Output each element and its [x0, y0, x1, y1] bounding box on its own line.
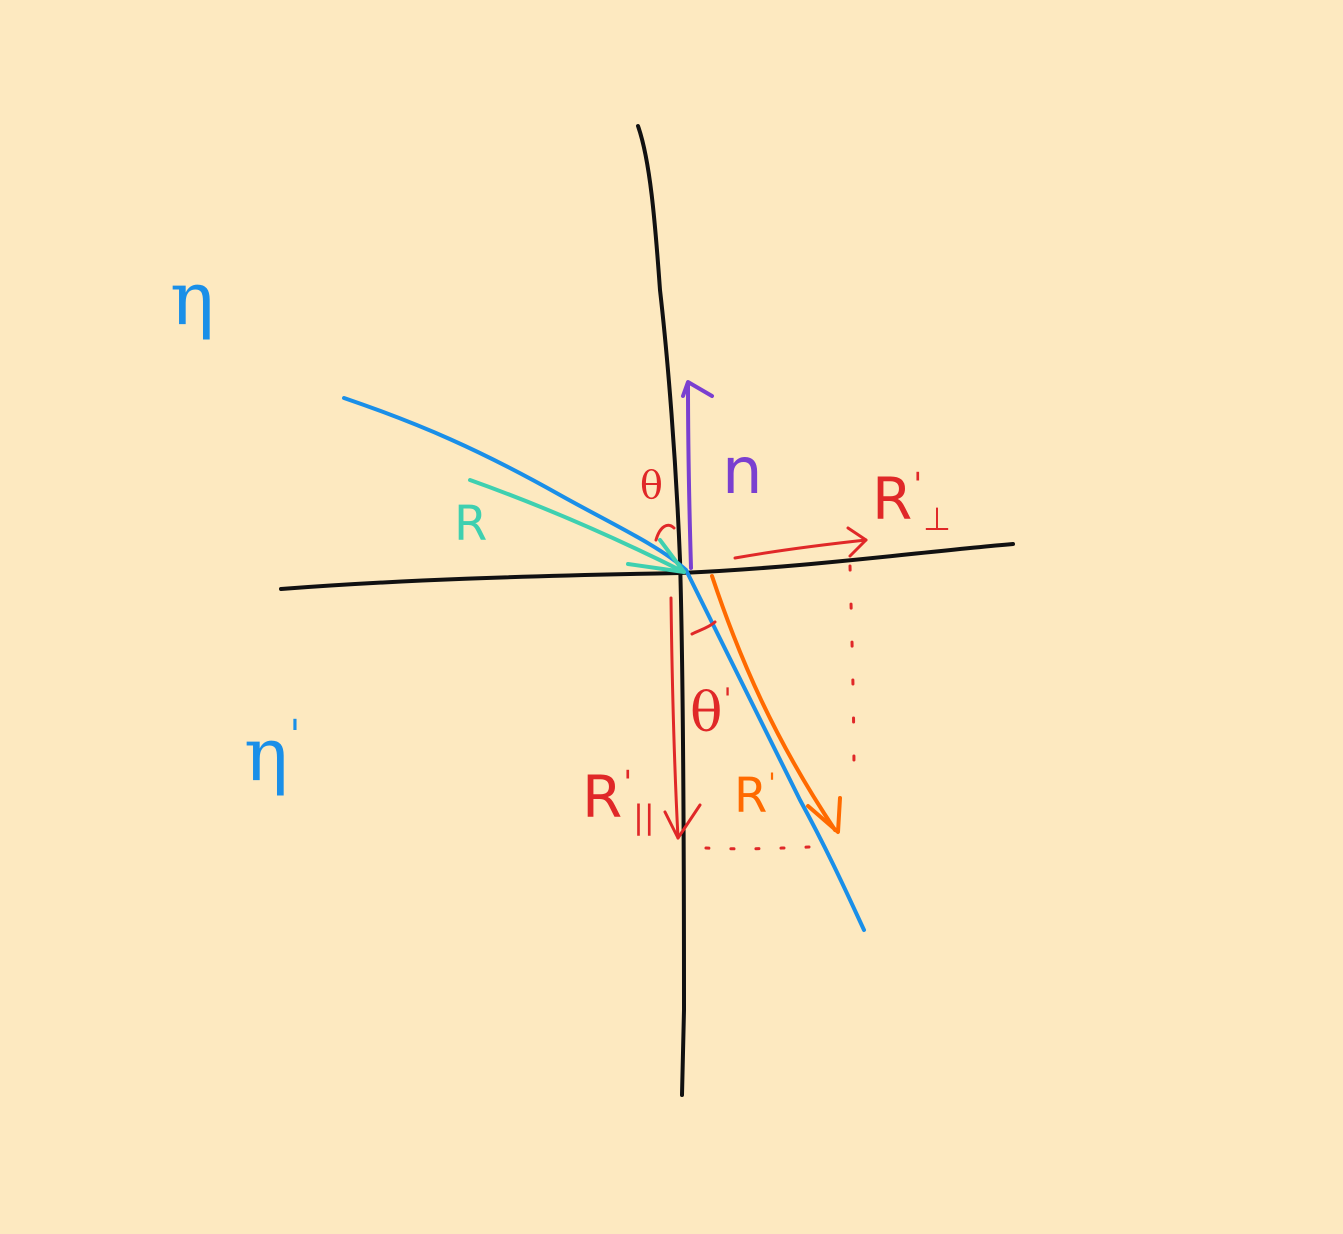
r-perp-label: R'⊥: [872, 468, 951, 535]
r-par-vector-head: [663, 803, 702, 840]
eta-prime-symbol: η: [244, 712, 289, 798]
r-perp-vector-head: [846, 526, 868, 558]
projection-line-horizontal: [704, 844, 832, 851]
r-perp-base: R: [872, 465, 913, 533]
r-par-base: R: [582, 763, 623, 831]
r-par-sub: ||: [633, 798, 655, 837]
eta-label: η: [170, 262, 214, 336]
refracted-vector-head: [806, 796, 842, 834]
refracted-label: R': [734, 771, 776, 820]
eta-prime-label: η': [244, 715, 301, 792]
theta-symbol: θ: [640, 463, 663, 507]
normal-symbol: n: [722, 435, 763, 509]
refracted-vector: [710, 574, 837, 832]
incident-label: R: [454, 500, 487, 548]
r-perp-vector: [733, 538, 868, 560]
incident-vector-head: [626, 538, 686, 574]
refracted-prime: ': [768, 768, 776, 800]
refracted-base: R: [734, 768, 768, 824]
normal-label: n: [722, 440, 763, 504]
incident-vector: [468, 478, 686, 574]
r-perp-sub: ⊥: [923, 500, 951, 539]
r-par-prime: ': [623, 763, 633, 802]
r-par-label: R'||: [582, 766, 655, 833]
eta-prime-mark: ': [289, 711, 301, 760]
r-par-vector: [669, 596, 680, 840]
r-perp-prime: ': [913, 465, 923, 504]
projection-line-vertical: [848, 564, 856, 782]
normal-vector: [686, 382, 693, 570]
theta-arc: [654, 523, 676, 542]
theta-label: θ: [640, 466, 663, 504]
incident-symbol: R: [454, 496, 488, 552]
light-ray: [342, 396, 866, 932]
theta-prime-arc: [690, 620, 717, 636]
theta-prime-symbol: θ: [690, 681, 723, 744]
normal-vector-head: [681, 380, 714, 398]
eta-symbol: η: [170, 256, 215, 342]
theta-prime-mark: ': [723, 681, 732, 717]
theta-prime-label: θ': [690, 684, 732, 740]
vertical-axis: [636, 124, 686, 1097]
